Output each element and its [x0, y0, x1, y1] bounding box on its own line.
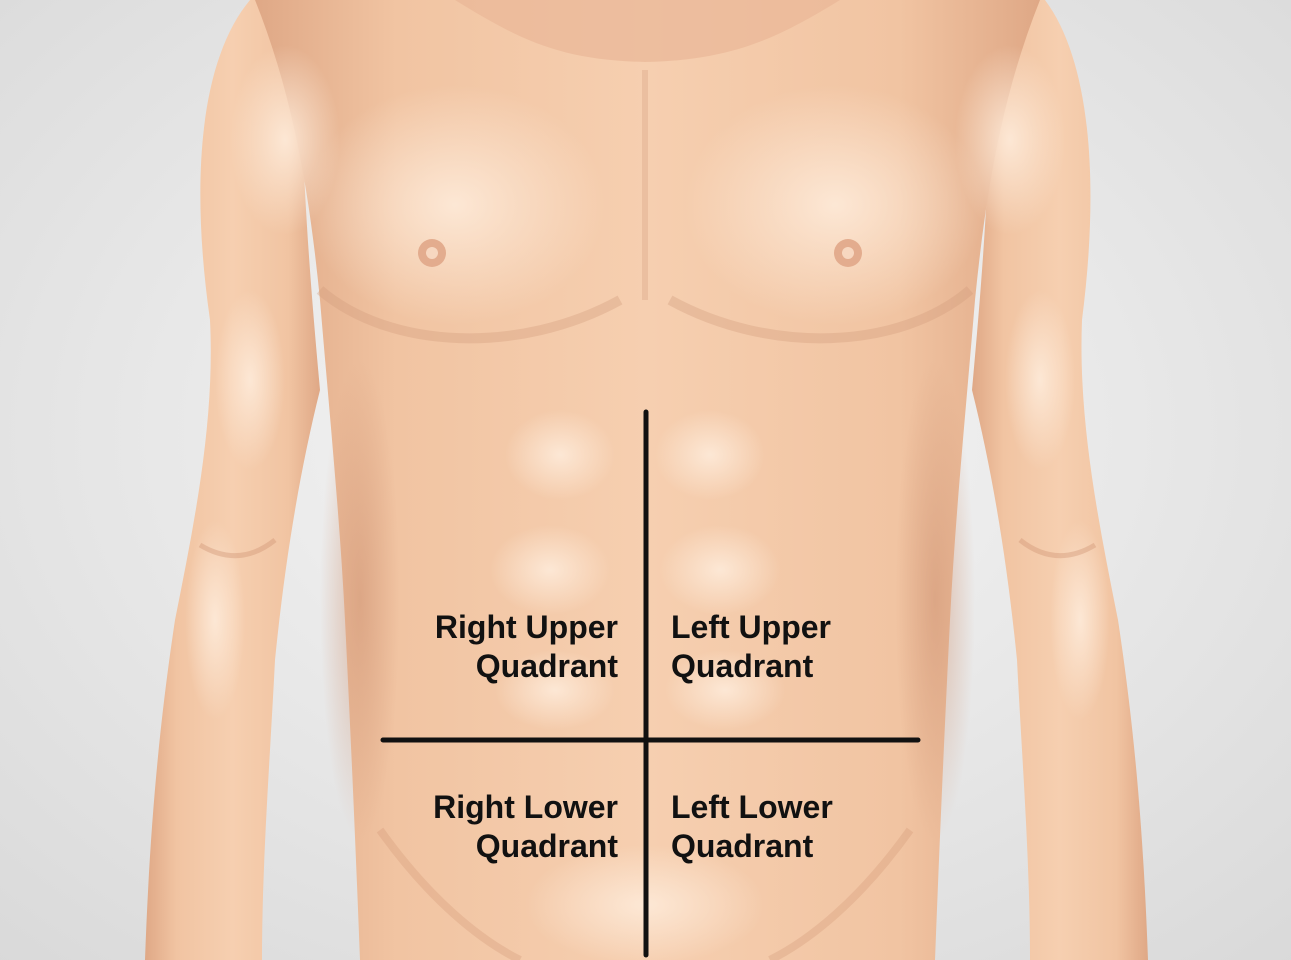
label-left-upper-line1: Left Upper: [671, 608, 831, 647]
pectoral-left: [685, 85, 985, 325]
label-left-upper-quadrant: Left Upper Quadrant: [671, 608, 831, 686]
label-right-lower-line1: Right Lower: [433, 788, 618, 827]
label-right-upper-quadrant: Right Upper Quadrant: [435, 608, 618, 686]
label-left-lower-quadrant: Left Lower Quadrant: [671, 788, 833, 866]
label-left-upper-line2: Quadrant: [671, 647, 831, 686]
label-right-upper-line2: Quadrant: [435, 647, 618, 686]
pectoral-right: [305, 85, 605, 325]
label-left-lower-line2: Quadrant: [671, 827, 833, 866]
label-right-lower-line2: Quadrant: [433, 827, 618, 866]
label-left-lower-line1: Left Lower: [671, 788, 833, 827]
label-right-upper-line1: Right Upper: [435, 608, 618, 647]
label-right-lower-quadrant: Right Lower Quadrant: [433, 788, 618, 866]
